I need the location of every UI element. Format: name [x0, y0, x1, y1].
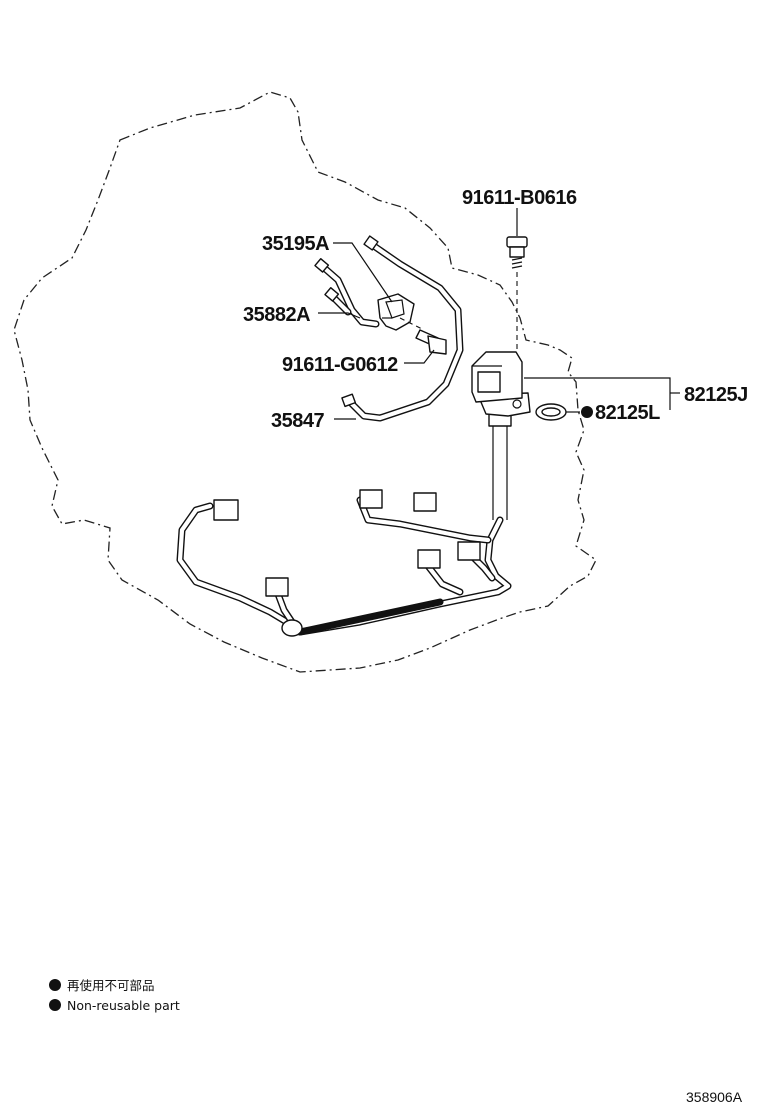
legend-marker-jp [49, 979, 61, 991]
label-35847: 35847 [271, 410, 324, 432]
label-82125L: 82125L [595, 402, 660, 424]
legend-japanese: 再使用不可部品 [67, 978, 155, 993]
legend-english: Non-reusable part [67, 998, 180, 1013]
wire-harness [176, 489, 512, 637]
legend: 再使用不可部品 Non-reusable part [49, 978, 180, 1013]
label-35195A: 35195A [262, 233, 329, 255]
label-35882A: 35882A [243, 304, 310, 326]
o-ring [535, 403, 567, 421]
non-reusable-marker [581, 406, 593, 418]
transmission-outline [13, 91, 597, 673]
legend-marker-en [49, 999, 61, 1011]
label-91611-B0616: 91611-B0616 [462, 187, 577, 209]
leader-lines [318, 208, 680, 420]
speed-sensor [471, 351, 531, 520]
label-91611-G0612: 91611-G0612 [282, 354, 398, 376]
clamp [377, 293, 415, 331]
bolt-clamp [399, 317, 447, 355]
label-82125J: 82125J [684, 384, 748, 406]
pipe-short [314, 258, 380, 328]
figure-code: 358906A [686, 1089, 743, 1105]
pipe-long [341, 235, 464, 422]
